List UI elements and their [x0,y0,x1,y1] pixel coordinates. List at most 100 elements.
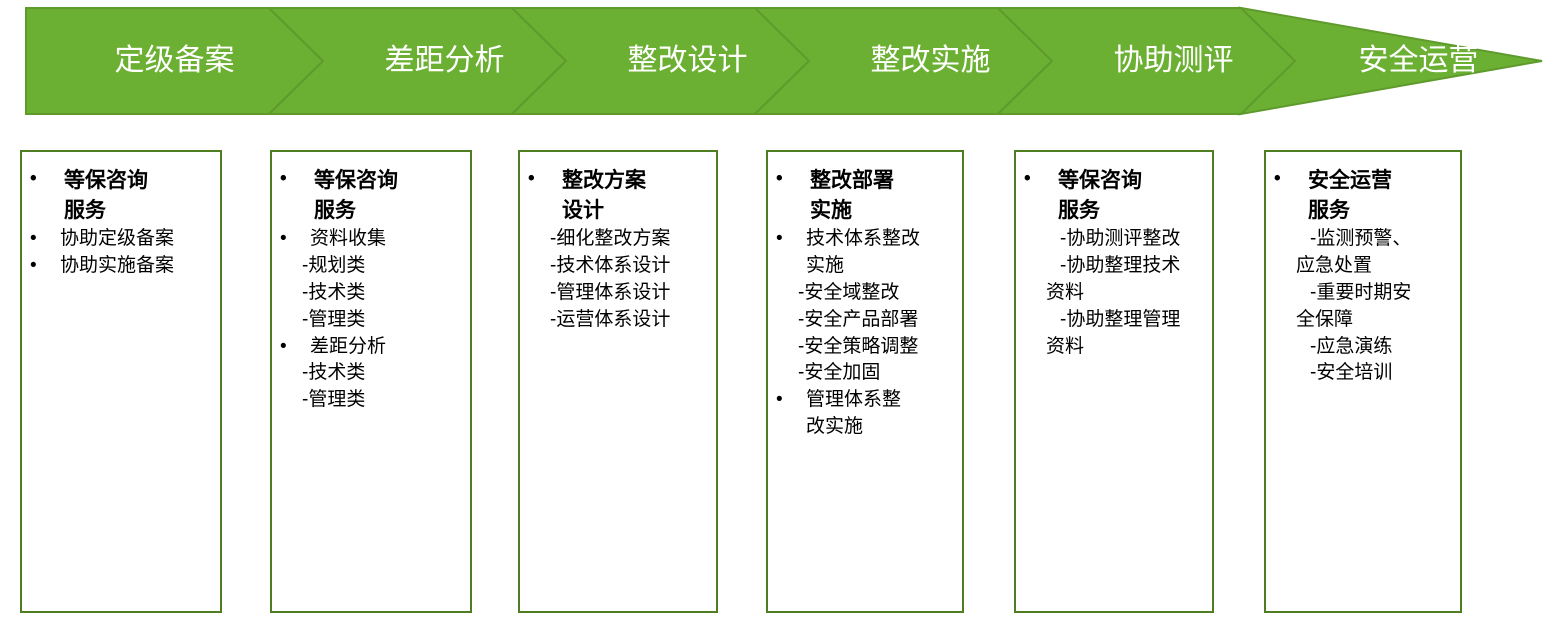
process-step-label-6: 安全运营 [1359,44,1479,77]
process-banner-svg: 定级备案差距分析整改设计整改实施协助测评安全运营 [25,6,1543,116]
bullet-icon: • [30,227,37,249]
detail-line: -技术体系设计 [528,253,708,280]
detail-line-text: 服务 [64,198,106,222]
bullet-icon: • [280,168,287,189]
detail-line: -协助测评整改 [1024,226,1204,253]
detail-line: •整改部署 [776,166,954,196]
detail-line-text: -监测预警、 [1310,227,1412,249]
process-step-6[interactable] [1237,6,1543,116]
detail-line-text: 服务 [1058,198,1100,222]
detail-line: -安全产品部署 [776,307,954,334]
box-dingji-beian[interactable]: •等保咨询服务•协助定级备案•协助实施备案 [20,150,222,613]
detail-line: -管理体系设计 [528,280,708,307]
detail-line-text: 应急处置 [1296,254,1373,276]
box-body: •等保咨询服务-协助测评整改-协助整理技术资料-协助整理管理资料 [1016,152,1212,360]
detail-line-text: 服务 [314,198,356,222]
detail-line: • 等保咨询 [30,166,212,196]
process-step-label-4: 整改实施 [871,44,991,77]
box-body: •等保咨询服务•资料收集-规划类-技术类-管理类• 差距分析-技术类-管理类 [272,152,470,414]
detail-line: •等保咨询 [280,166,462,196]
bullet-icon: • [30,168,37,189]
detail-line-text: 资料 [1046,281,1085,303]
process-banner: 定级备案差距分析整改设计整改实施协助测评安全运营 [0,0,1544,122]
detail-line: -安全加固 [776,360,954,387]
detail-line-text: -技术类 [302,362,366,384]
detail-line: -技术类 [280,360,462,387]
detail-line: •整改方案 [528,166,708,196]
bullet-icon: • [776,168,783,189]
box-zhenggai-shishi[interactable]: •整改部署实施•技术体系整改实施-安全域整改-安全产品部署-安全策略调整-安全加… [766,150,964,613]
bullet-icon: • [280,227,287,249]
box-anquan-yunying[interactable]: •安全运营服务 -监测预警、应急处置 -重要时期安全保障 -应急演练-安全培训 [1264,150,1462,613]
detail-line: 服务 [1024,196,1204,226]
detail-line: • 等保咨询 [1024,166,1204,196]
detail-line: -安全培训 [1274,360,1452,387]
detail-line-text: -安全培训 [1310,362,1393,384]
box-xiezhu-ceping[interactable]: •等保咨询服务-协助测评整改-协助整理技术资料-协助整理管理资料 [1014,150,1214,613]
detail-line-text: -管理类 [302,308,366,330]
box-zhenggai-sheji[interactable]: •整改方案设计-细化整改方案-技术体系设计-管理体系设计-运营体系设计 [518,150,718,613]
detail-line-text: 设计 [562,198,604,222]
detail-line-text: -安全策略调整 [798,335,919,357]
box-body: •整改部署实施•技术体系整改实施-安全域整改-安全产品部署-安全策略调整-安全加… [768,152,962,441]
chevron-label-group: 定级备案差距分析整改设计整改实施协助测评安全运营 [115,44,1479,77]
bullet-icon: • [776,389,783,411]
detail-line: •技术体系整改 [776,226,954,253]
detail-line-text: -安全产品部署 [798,308,919,330]
detail-line: 服务 [30,196,212,226]
detail-line-text: 协助实施备案 [60,254,175,276]
detail-line-text: 等保咨询 [1058,169,1142,192]
bullet-icon: • [528,168,535,189]
process-step-label-5: 协助测评 [1114,44,1234,77]
detail-line: 实施 [776,253,954,280]
detail-line: •安全运营 [1274,166,1452,196]
box-chaju-fenxi[interactable]: •等保咨询服务•资料收集-规划类-技术类-管理类• 差距分析-技术类-管理类 [270,150,472,613]
detail-line-text: -技术类 [302,281,366,303]
detail-line-text: 管理体系整 [806,389,902,411]
detail-line: -安全策略调整 [776,334,954,361]
detail-line-text: 安全运营 [1308,169,1392,192]
detail-line-text: -协助整理管理 [1060,308,1181,330]
process-step-label-3: 整改设计 [628,44,748,77]
detail-line: -协助整理技术 [1024,253,1204,280]
detail-line-text: -技术体系设计 [550,254,671,276]
detail-line: 设计 [528,196,708,226]
detail-line: -管理类 [280,307,462,334]
detail-line-text: 全保障 [1296,308,1354,330]
bullet-icon: • [30,254,37,276]
detail-line-text: -管理体系设计 [550,281,671,303]
detail-line: 改实施 [776,414,954,441]
box-body: •安全运营服务 -监测预警、应急处置 -重要时期安全保障 -应急演练-安全培训 [1266,152,1460,387]
detail-line: -安全域整改 [776,280,954,307]
detail-line: 服务 [280,196,462,226]
detail-line: •资料收集 [280,226,462,253]
chevron-group [25,6,1543,116]
detail-line: -运营体系设计 [528,307,708,334]
detail-line: -监测预警、 [1274,226,1452,253]
detail-line-text: 差距分析 [310,335,387,357]
detail-line-text: 等保咨询 [64,169,148,192]
detail-line-text: 改实施 [806,416,864,438]
detail-line: •协助定级备案 [30,226,212,253]
detail-line-text: -管理类 [302,389,366,411]
detail-line-text: -重要时期安 [1310,281,1412,303]
detail-line-text: 实施 [806,254,845,276]
bullet-icon: • [1024,168,1031,189]
detail-line-text: 资料 [1046,335,1085,357]
detail-line: 服务 [1274,196,1452,226]
detail-line: -应急演练 [1274,334,1452,361]
detail-line-text: -安全加固 [798,362,881,384]
detail-line: -技术类 [280,280,462,307]
bullet-icon: • [280,335,287,357]
detail-line-text: -协助测评整改 [1060,227,1181,249]
detail-line: -重要时期安 [1274,280,1452,307]
detail-line: 实施 [776,196,954,226]
detail-line: -管理类 [280,387,462,414]
detail-line-text: 服务 [1308,198,1350,222]
detail-line: • 管理体系整 [776,387,954,414]
detail-line: 全保障 [1274,307,1452,334]
detail-line-text: -运营体系设计 [550,308,671,330]
bullet-icon: • [776,227,783,249]
detail-line: 应急处置 [1274,253,1452,280]
